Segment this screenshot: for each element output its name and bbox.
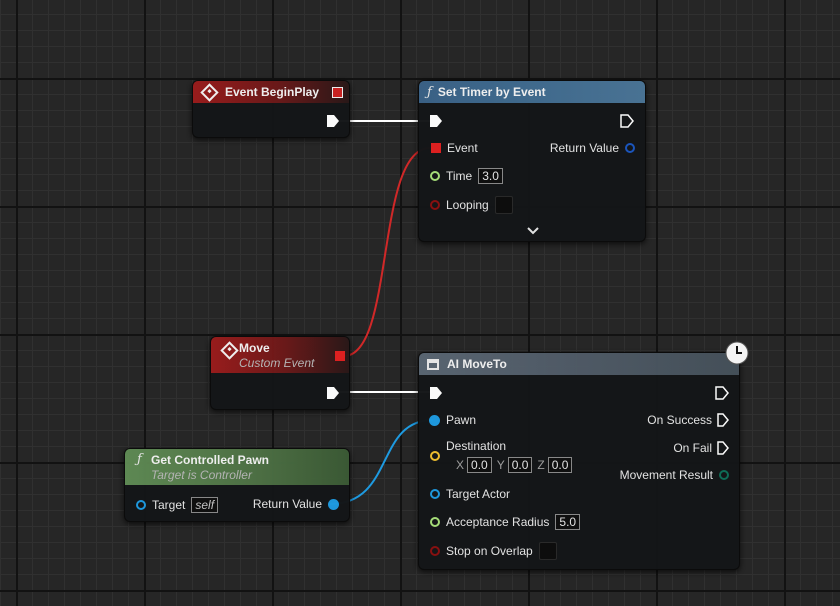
get-controlled-pawn-header[interactable]: ƒ Get Controlled Pawn Target is Controll… (125, 449, 349, 485)
event-beginplay-node[interactable]: Event BeginPlay (192, 80, 350, 138)
looping-label: Looping (446, 198, 489, 212)
exec-input-pin-icon[interactable] (429, 386, 443, 400)
event-pin-row[interactable]: Event (431, 141, 478, 155)
on-fail-pin-row[interactable]: On Fail (673, 441, 729, 455)
latent-clock-icon (725, 341, 749, 365)
bool-input-pin-icon[interactable] (430, 200, 440, 210)
exec-output-pin-icon[interactable] (717, 441, 729, 455)
destination-pin-row[interactable]: Destination X 0.0 Y 0.0 Z 0.0 (430, 439, 573, 473)
return-value-label: Return Value (252, 497, 322, 511)
get-controlled-pawn-subtitle: Target is Controller (151, 467, 252, 482)
return-value-pin-row[interactable]: Return Value (550, 141, 635, 155)
object-input-pin-icon[interactable] (136, 500, 146, 510)
time-pin-row[interactable]: Time 3.0 (430, 168, 503, 184)
destination-y-field[interactable]: 0.0 (507, 457, 533, 473)
exec-output-pin-icon[interactable] (326, 386, 340, 400)
acceptance-radius-label: Acceptance Radius (446, 515, 550, 529)
move-title: Move (239, 340, 270, 355)
on-fail-label: On Fail (673, 441, 712, 455)
return-value-pin-row[interactable]: Return Value (253, 497, 339, 511)
delegate-output-pin-icon[interactable] (332, 87, 343, 98)
stop-on-overlap-pin-row[interactable]: Stop on Overlap (430, 542, 557, 560)
ai-moveto-title: AI MoveTo (447, 357, 507, 371)
set-timer-by-event-node[interactable]: ƒ Set Timer by Event Event Return Value … (418, 80, 646, 242)
looping-pin-row[interactable]: Looping (430, 196, 513, 214)
object-output-pin-icon[interactable] (328, 498, 339, 510)
z-axis-label: Z (537, 458, 545, 472)
get-controlled-pawn-node[interactable]: ƒ Get Controlled Pawn Target is Controll… (124, 448, 350, 522)
looping-checkbox[interactable] (494, 196, 513, 214)
event-pin-label: Event (447, 141, 478, 155)
target-actor-label: Target Actor (446, 487, 511, 501)
float-input-pin-icon[interactable] (430, 517, 440, 527)
target-pin-row[interactable]: Target self (136, 497, 219, 513)
exec-input-pin-icon[interactable] (429, 114, 443, 128)
move-header[interactable]: Move Custom Event (211, 337, 349, 373)
enum-output-pin-icon[interactable] (719, 470, 729, 480)
return-value-label: Return Value (549, 141, 619, 155)
movement-result-pin-row[interactable]: Movement Result (620, 468, 729, 482)
event-beginplay-header[interactable]: Event BeginPlay (193, 81, 349, 103)
set-timer-header[interactable]: ƒ Set Timer by Event (419, 81, 645, 103)
on-success-pin-row[interactable]: On Success (647, 413, 729, 427)
exec-output-pin-icon[interactable] (620, 114, 634, 128)
target-actor-pin-row[interactable]: Target Actor (430, 487, 510, 501)
bool-input-pin-icon[interactable] (430, 546, 440, 556)
delegate-output-pin-icon[interactable] (335, 351, 345, 361)
destination-z-field[interactable]: 0.0 (547, 457, 573, 473)
pawn-label: Pawn (446, 413, 477, 427)
movement-result-label: Movement Result (619, 468, 713, 482)
time-label: Time (446, 169, 473, 183)
move-custom-event-node[interactable]: Move Custom Event (210, 336, 350, 410)
expand-advanced-chevron-icon[interactable] (527, 227, 539, 235)
exec-output-pin-icon[interactable] (326, 114, 340, 128)
move-subtitle: Custom Event (239, 355, 315, 370)
vector-input-pin-icon[interactable] (430, 451, 440, 461)
acceptance-radius-field[interactable]: 5.0 (555, 514, 581, 530)
destination-label: Destination (446, 439, 507, 453)
acceptance-radius-pin-row[interactable]: Acceptance Radius 5.0 (430, 514, 581, 530)
set-timer-title: Set Timer by Event (437, 85, 546, 99)
delegate-input-pin-icon[interactable] (431, 143, 441, 153)
exec-output-pin-icon[interactable] (715, 386, 729, 400)
y-axis-label: Y (496, 458, 505, 472)
x-axis-label: X (456, 458, 465, 472)
get-controlled-pawn-title: Get Controlled Pawn (151, 452, 270, 467)
stop-on-overlap-checkbox[interactable] (538, 542, 557, 560)
float-input-pin-icon[interactable] (430, 171, 440, 181)
stop-on-overlap-label: Stop on Overlap (446, 544, 533, 558)
ai-moveto-node[interactable]: AI MoveTo Pawn On Success Destination X … (418, 352, 740, 570)
event-diamond-icon (200, 82, 219, 102)
event-beginplay-title: Event BeginPlay (225, 85, 320, 99)
handle-output-pin-icon[interactable] (625, 143, 635, 153)
on-success-label: On Success (647, 413, 712, 427)
function-icon: ƒ (137, 452, 142, 467)
object-input-pin-icon[interactable] (429, 414, 440, 426)
exec-output-pin-icon[interactable] (717, 413, 729, 427)
time-value-field[interactable]: 3.0 (478, 168, 503, 184)
target-value-field[interactable]: self (191, 497, 219, 513)
target-label: Target (152, 498, 186, 512)
object-input-pin-icon[interactable] (430, 489, 440, 499)
function-icon: ƒ (427, 84, 432, 100)
pawn-pin-row[interactable]: Pawn (429, 413, 476, 427)
ai-moveto-header[interactable]: AI MoveTo (419, 353, 739, 375)
event-diamond-icon (220, 341, 239, 360)
ai-moveto-node-icon (427, 358, 439, 370)
destination-x-field[interactable]: 0.0 (467, 457, 492, 473)
